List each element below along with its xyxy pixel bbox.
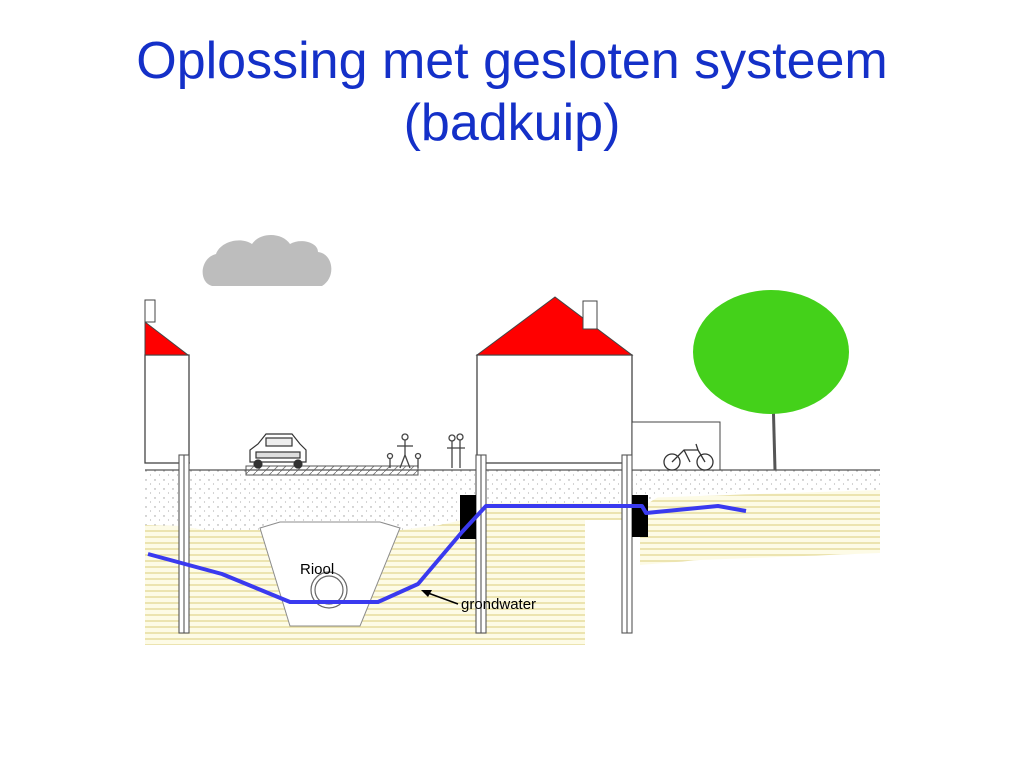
groundwater-arrow: [421, 590, 459, 605]
tree-crown: [693, 290, 849, 414]
title-line-1: Oplossing met gesloten systeem: [136, 32, 888, 90]
title-line-2: (badkuip): [403, 94, 621, 152]
cloud: [202, 235, 332, 286]
foundation-piles: [178, 454, 633, 634]
left-house-roof: [144, 320, 190, 356]
groundwater-line: [147, 504, 747, 604]
sewer-label: Riool: [300, 561, 334, 578]
slide-title: Oplossing met gesloten systeem (badkuip): [0, 30, 1024, 154]
groundwater-label: grondwater: [461, 596, 536, 613]
car: [249, 433, 307, 469]
annex: [631, 421, 721, 471]
seal-block-right: [632, 495, 648, 537]
right-house-roof: [475, 296, 634, 356]
right-house: [475, 296, 721, 471]
sand-right: [640, 490, 880, 565]
bicycle: [663, 443, 714, 471]
tree: [693, 290, 849, 471]
pedestrians: [386, 433, 465, 469]
left-house: [144, 299, 190, 464]
